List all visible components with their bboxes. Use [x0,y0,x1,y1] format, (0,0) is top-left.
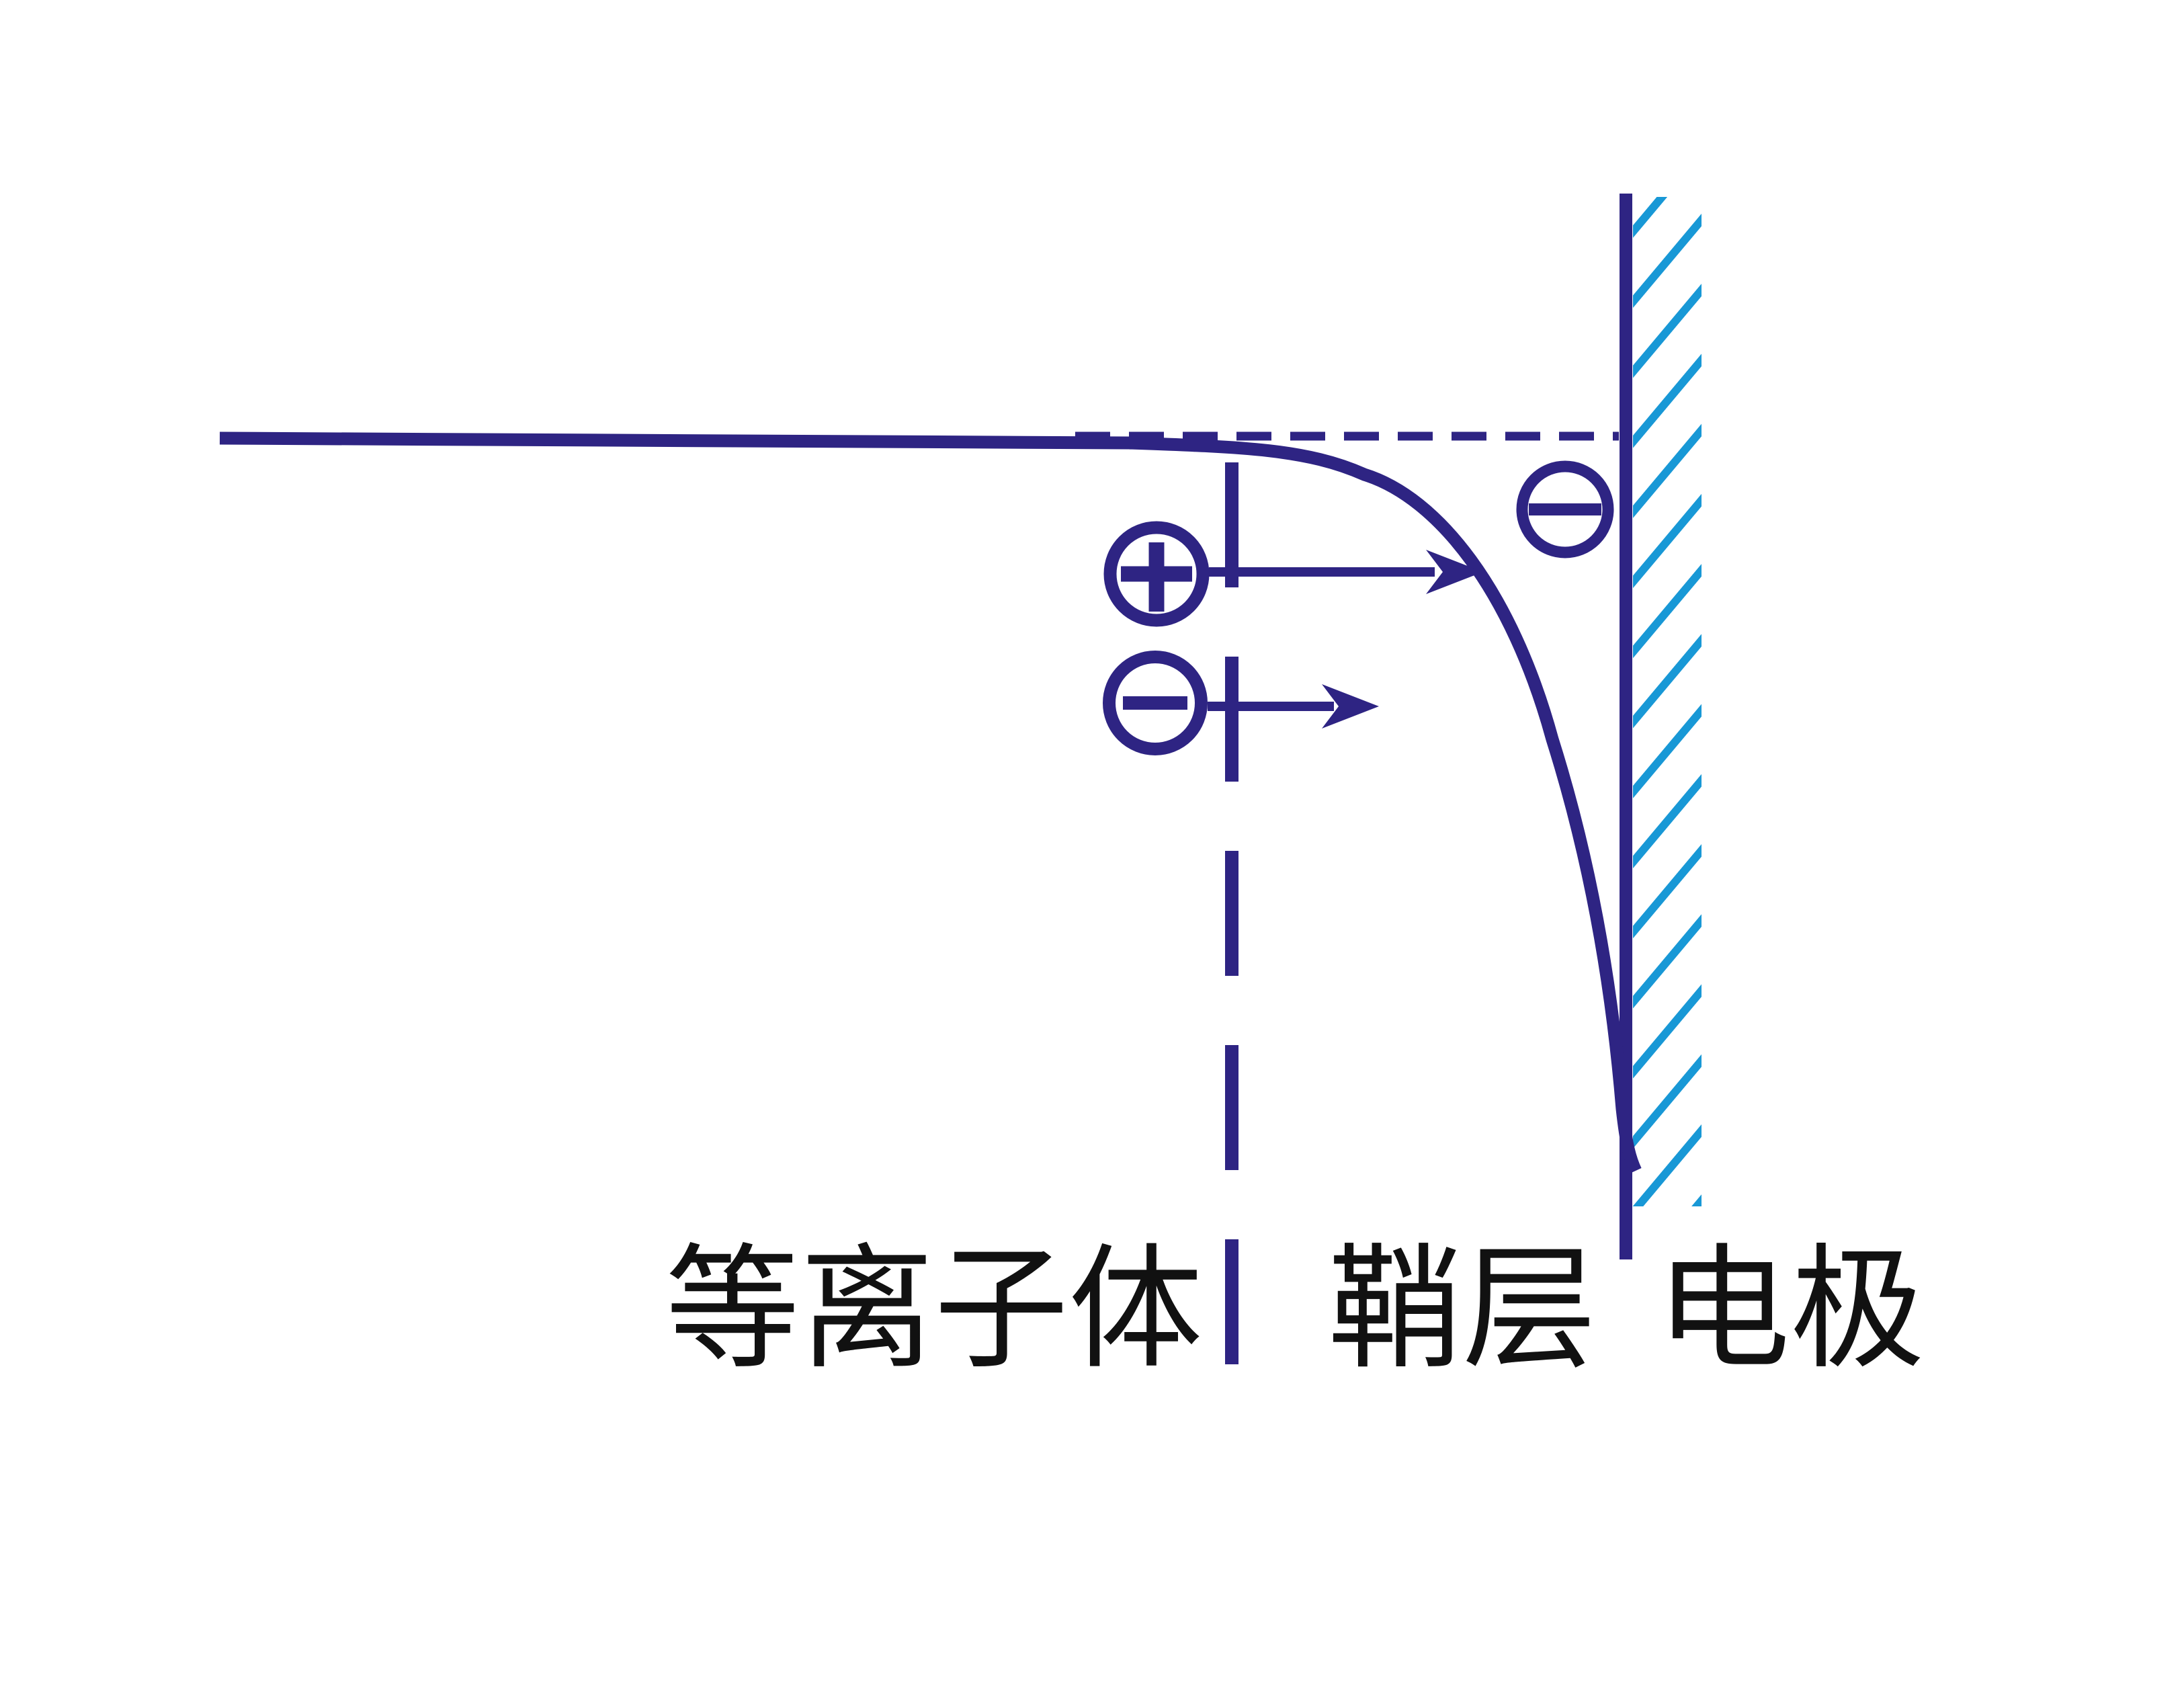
electron-velocity-arrow [1208,684,1379,729]
electron-ion [1103,651,1208,755]
electrode-wall [1620,194,1632,1259]
plus-icon [1121,542,1192,612]
potential-curve [219,431,1642,1174]
arrowhead-icon [1426,550,1483,594]
plasma-region-label: 等离子体 [665,1237,1203,1385]
positive-ion-velocity-arrow [1209,550,1483,594]
arrowhead-icon [1322,684,1379,729]
minus-icon [1123,696,1187,710]
electrode-hatching [1633,197,1702,1206]
positive-ion [1103,521,1210,627]
electrode-label: 电极 [1656,1237,1925,1385]
sheath-region-label: 鞘层 [1328,1237,1597,1385]
electron-near-wall [1516,460,1614,558]
minus-icon [1529,503,1601,515]
